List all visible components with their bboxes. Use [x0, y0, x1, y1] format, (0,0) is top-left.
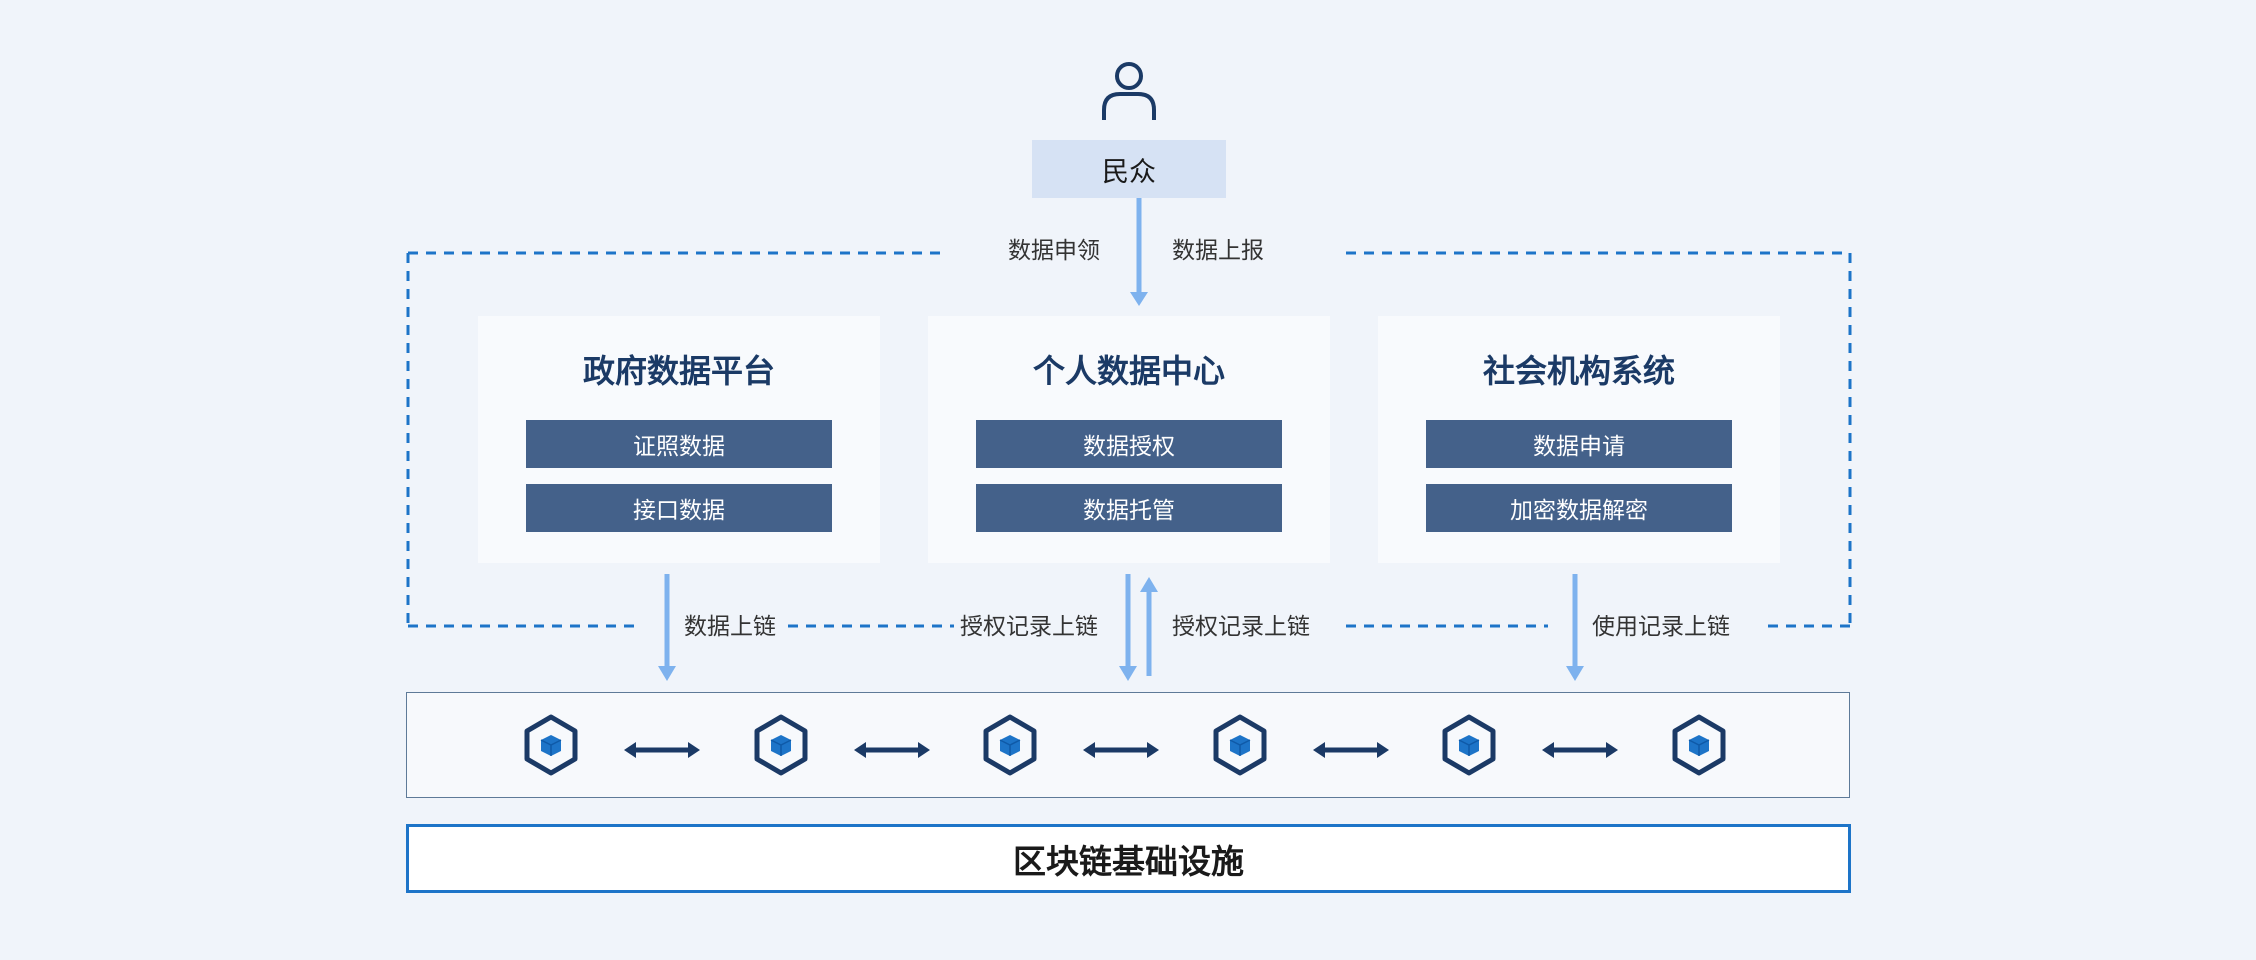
person-icon — [1102, 62, 1156, 120]
arrow-chain-to-center — [1140, 577, 1158, 676]
infrastructure-label: 区块链基础设施 — [1013, 841, 1244, 881]
bidirectional-arrow-icon — [1542, 742, 1618, 758]
label-data-claim: 数据申领 — [1002, 236, 1106, 266]
blockchain-infrastructure-box: 区块链基础设施 — [406, 824, 1851, 893]
block-node-icon — [986, 717, 1034, 773]
arrow-public-to-center — [1130, 198, 1148, 306]
bidirectional-arrow-icon — [1313, 742, 1389, 758]
panel-personal-data-center: 个人数据中心 数据授权 数据托管 — [928, 316, 1330, 563]
chip-data-custody: 数据托管 — [976, 484, 1282, 532]
arrow-center-to-chain — [1119, 574, 1137, 681]
panel-title: 社会机构系统 — [1482, 352, 1675, 390]
block-node-icon — [527, 717, 575, 773]
bidirectional-arrow-icon — [854, 742, 930, 758]
panel-title: 个人数据中心 — [1032, 352, 1225, 390]
chip-data-authorization: 数据授权 — [976, 420, 1282, 468]
block-node-icon — [1445, 717, 1493, 773]
label-auth-record-on-chain-right: 授权记录上链 — [1166, 612, 1316, 642]
dashed-boundary — [406, 251, 1852, 628]
panel-social-institution-system: 社会机构系统 数据申请 加密数据解密 — [1378, 316, 1780, 563]
label-usage-record-on-chain: 使用记录上链 — [1586, 612, 1736, 642]
bidirectional-arrow-icon — [624, 742, 700, 758]
block-node-icon — [1675, 717, 1723, 773]
public-box: 民众 — [1032, 140, 1226, 198]
chip-encrypted-data-decryption: 加密数据解密 — [1426, 484, 1732, 532]
chip-data-application: 数据申请 — [1426, 420, 1732, 468]
bidirectional-arrow-icon — [1083, 742, 1159, 758]
label-data-on-chain: 数据上链 — [678, 612, 782, 642]
panel-title: 政府数据平台 — [582, 352, 775, 390]
panel-government-data-platform: 政府数据平台 证照数据 接口数据 — [478, 316, 880, 563]
block-node-icon — [1216, 717, 1264, 773]
label-data-report: 数据上报 — [1166, 236, 1270, 266]
block-node-icon — [757, 717, 805, 773]
chip-license-data: 证照数据 — [526, 420, 832, 468]
label-auth-record-on-chain-left: 授权记录上链 — [954, 612, 1104, 642]
arrow-social-to-chain — [1566, 574, 1584, 681]
arrow-gov-to-chain — [658, 574, 676, 681]
chip-interface-data: 接口数据 — [526, 484, 832, 532]
public-label: 民众 — [1102, 156, 1156, 188]
